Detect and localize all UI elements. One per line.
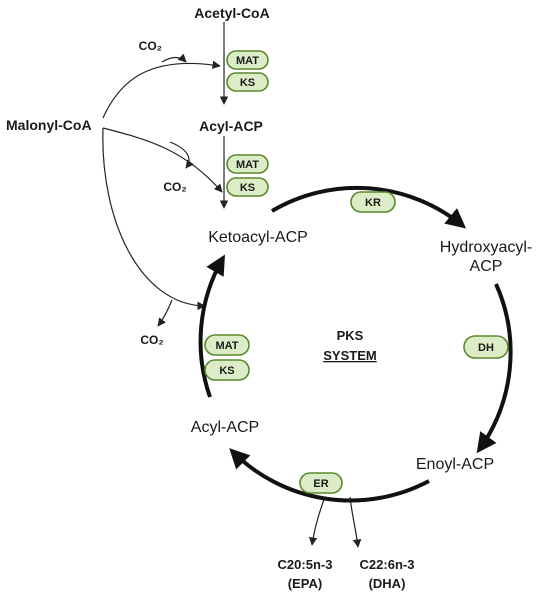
enzyme-ks-3: KS [204, 359, 250, 381]
label-hydroxyacyl-acp-line1: Hydroxyacyl- [440, 239, 532, 256]
label-co2-1: CO₂ [139, 39, 162, 53]
enzyme-label: MAT [236, 159, 259, 171]
enzyme-label: KS [240, 77, 255, 89]
enzyme-ks-2: KS [226, 177, 269, 197]
center-label-line2: SYSTEM [323, 348, 376, 363]
arrow-to-dha [349, 496, 362, 548]
enzyme-ks-1: KS [226, 72, 269, 92]
enzyme-mat-3: MAT [204, 334, 250, 356]
enzyme-label: KS [240, 182, 255, 194]
arrow-malonyl-to-cycle [102, 127, 206, 311]
enzyme-label: MAT [215, 340, 238, 352]
cycle-arc-ketoacyl-to-hydroxyacyl [270, 185, 467, 229]
enzyme-label: KS [219, 365, 234, 377]
arrow-co2-release-2 [169, 141, 194, 169]
product-dha-line2: (DHA) [369, 576, 406, 591]
label-hydroxyacyl-acp-line2: ACP [470, 258, 503, 275]
cycle-arc-hydroxyacyl-to-enoyl [476, 283, 513, 454]
enzyme-label: DH [478, 342, 494, 354]
label-co2-3: CO₂ [140, 333, 163, 347]
label-ketoacyl-acp: Ketoacyl-ACP [208, 229, 308, 246]
enzyme-dh: DH [463, 335, 509, 359]
arrow-co2-release-1 [161, 53, 187, 63]
arrow-co2-release-3 [157, 299, 173, 327]
enzyme-label: ER [313, 478, 328, 490]
enzyme-mat-2: MAT [226, 154, 269, 174]
arrow-malonyl-to-ks2 [102, 127, 223, 193]
center-label-line1: PKS [337, 328, 364, 343]
enzyme-label: MAT [236, 55, 259, 67]
product-epa-line1: C20:5n-3 [278, 557, 333, 572]
label-enoyl-acp: Enoyl-ACP [416, 456, 494, 473]
cycle-arc-enoyl-to-acyl [229, 448, 430, 503]
label-malonyl-coa: Malonyl-CoA [6, 117, 92, 133]
label-acyl-acp-top: Acyl-ACP [199, 118, 263, 134]
arrow-to-epa [308, 496, 326, 546]
product-epa-line2: (EPA) [288, 576, 322, 591]
enzyme-kr: KR [350, 191, 396, 213]
label-acetyl-coa: Acetyl-CoA [194, 5, 269, 21]
cycle-arc-acyl-to-ketoacyl [198, 254, 226, 398]
enzyme-label: KR [365, 197, 381, 209]
enzyme-er: ER [299, 472, 343, 494]
arrow-malonyl-to-mat1 [102, 60, 221, 119]
label-co2-2: CO₂ [163, 180, 186, 194]
label-acyl-acp-left: Acyl-ACP [191, 419, 259, 436]
product-dha-line1: C22:6n-3 [360, 557, 415, 572]
enzyme-mat-1: MAT [226, 50, 269, 70]
